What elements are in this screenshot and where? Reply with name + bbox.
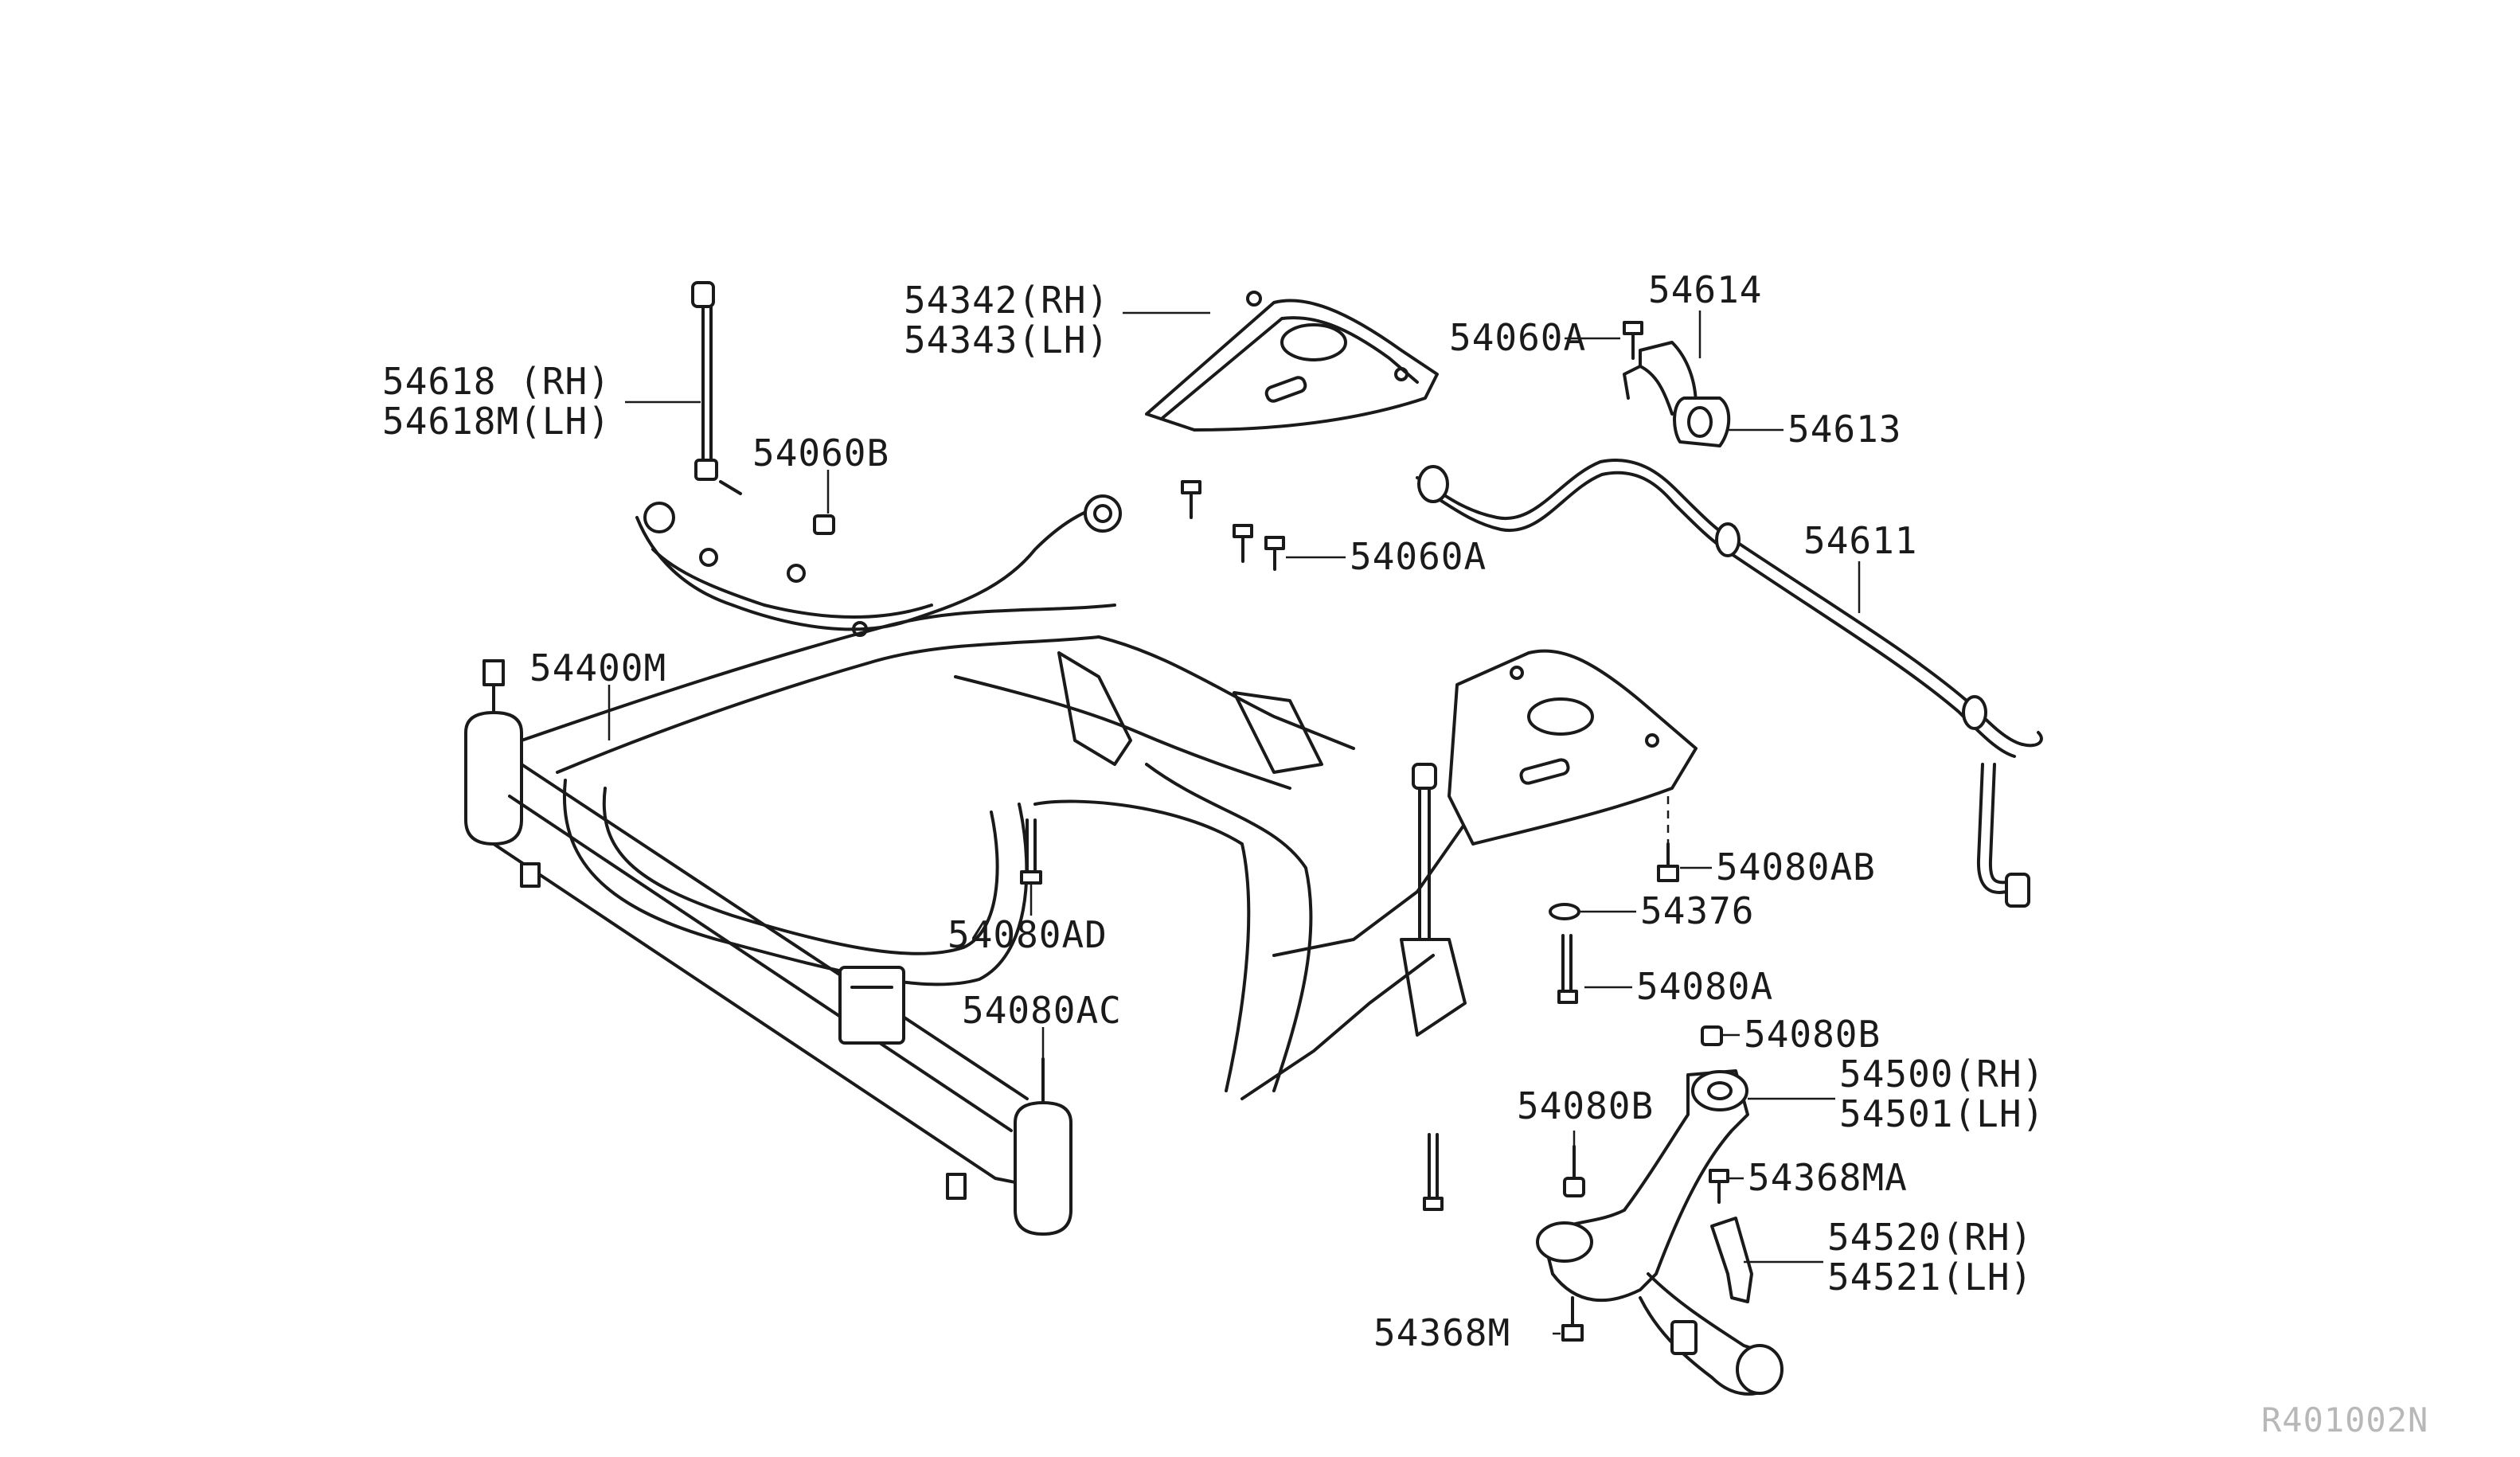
label-54060a-top: 54060A	[1449, 316, 1586, 359]
label-54613: 54613	[1787, 408, 1901, 451]
leader-lines	[608, 311, 1861, 1335]
label-54400m: 54400M	[529, 646, 666, 689]
label-54080b-upper: 54080B	[1744, 1013, 1881, 1056]
label-54080b-lower: 54080B	[1517, 1084, 1654, 1127]
label-54618: 54618 (RH)	[382, 360, 611, 403]
label-54368ma: 54368MA	[1748, 1156, 1908, 1199]
label-54618m: 54618M(LH)	[382, 400, 611, 443]
label-54343: 54343(LH)	[904, 318, 1109, 361]
suspension-member-54400m	[464, 604, 1498, 1236]
bracket-54342	[1145, 291, 1439, 432]
label-54080ab: 54080AB	[1716, 846, 1876, 889]
label-54060a-mid: 54060A	[1350, 535, 1487, 578]
bushing-clamp-54614	[1623, 341, 1731, 447]
label-54080a: 54080A	[1636, 965, 1773, 1008]
bracket-54520	[1710, 1217, 1753, 1303]
label-54080ac: 54080AC	[962, 989, 1122, 1032]
label-54501: 54501(LH)	[1839, 1092, 2045, 1135]
right-rear-bracket	[1448, 649, 1698, 860]
reference-code: R401002N	[2261, 1400, 2428, 1439]
stabilizer-link-54618	[691, 281, 742, 495]
label-54614: 54614	[1648, 268, 1762, 311]
label-54611: 54611	[1803, 519, 1917, 562]
label-54060b: 54060B	[752, 432, 889, 475]
label-54342: 54342(RH)	[904, 279, 1109, 322]
transverse-link-54500	[1536, 1069, 1784, 1396]
stabilizer-bar-54611	[1416, 459, 2043, 908]
label-54368m: 54368M	[1373, 1311, 1510, 1354]
bolt-54080ad	[1020, 818, 1042, 885]
label-54080ad: 54080AD	[947, 913, 1108, 956]
label-54500: 54500(RH)	[1839, 1053, 2045, 1096]
left-rear-bracket	[635, 494, 1122, 637]
label-54520: 54520(RH)	[1827, 1216, 2033, 1259]
fasteners	[813, 321, 1729, 1342]
part-labels: 54342(RH) 54343(LH) 54614 54060A 54613 5…	[382, 268, 2428, 1439]
label-54521: 54521(LH)	[1827, 1256, 2033, 1299]
stabilizer-link-right	[1400, 763, 1467, 1037]
label-54376: 54376	[1640, 889, 1754, 932]
